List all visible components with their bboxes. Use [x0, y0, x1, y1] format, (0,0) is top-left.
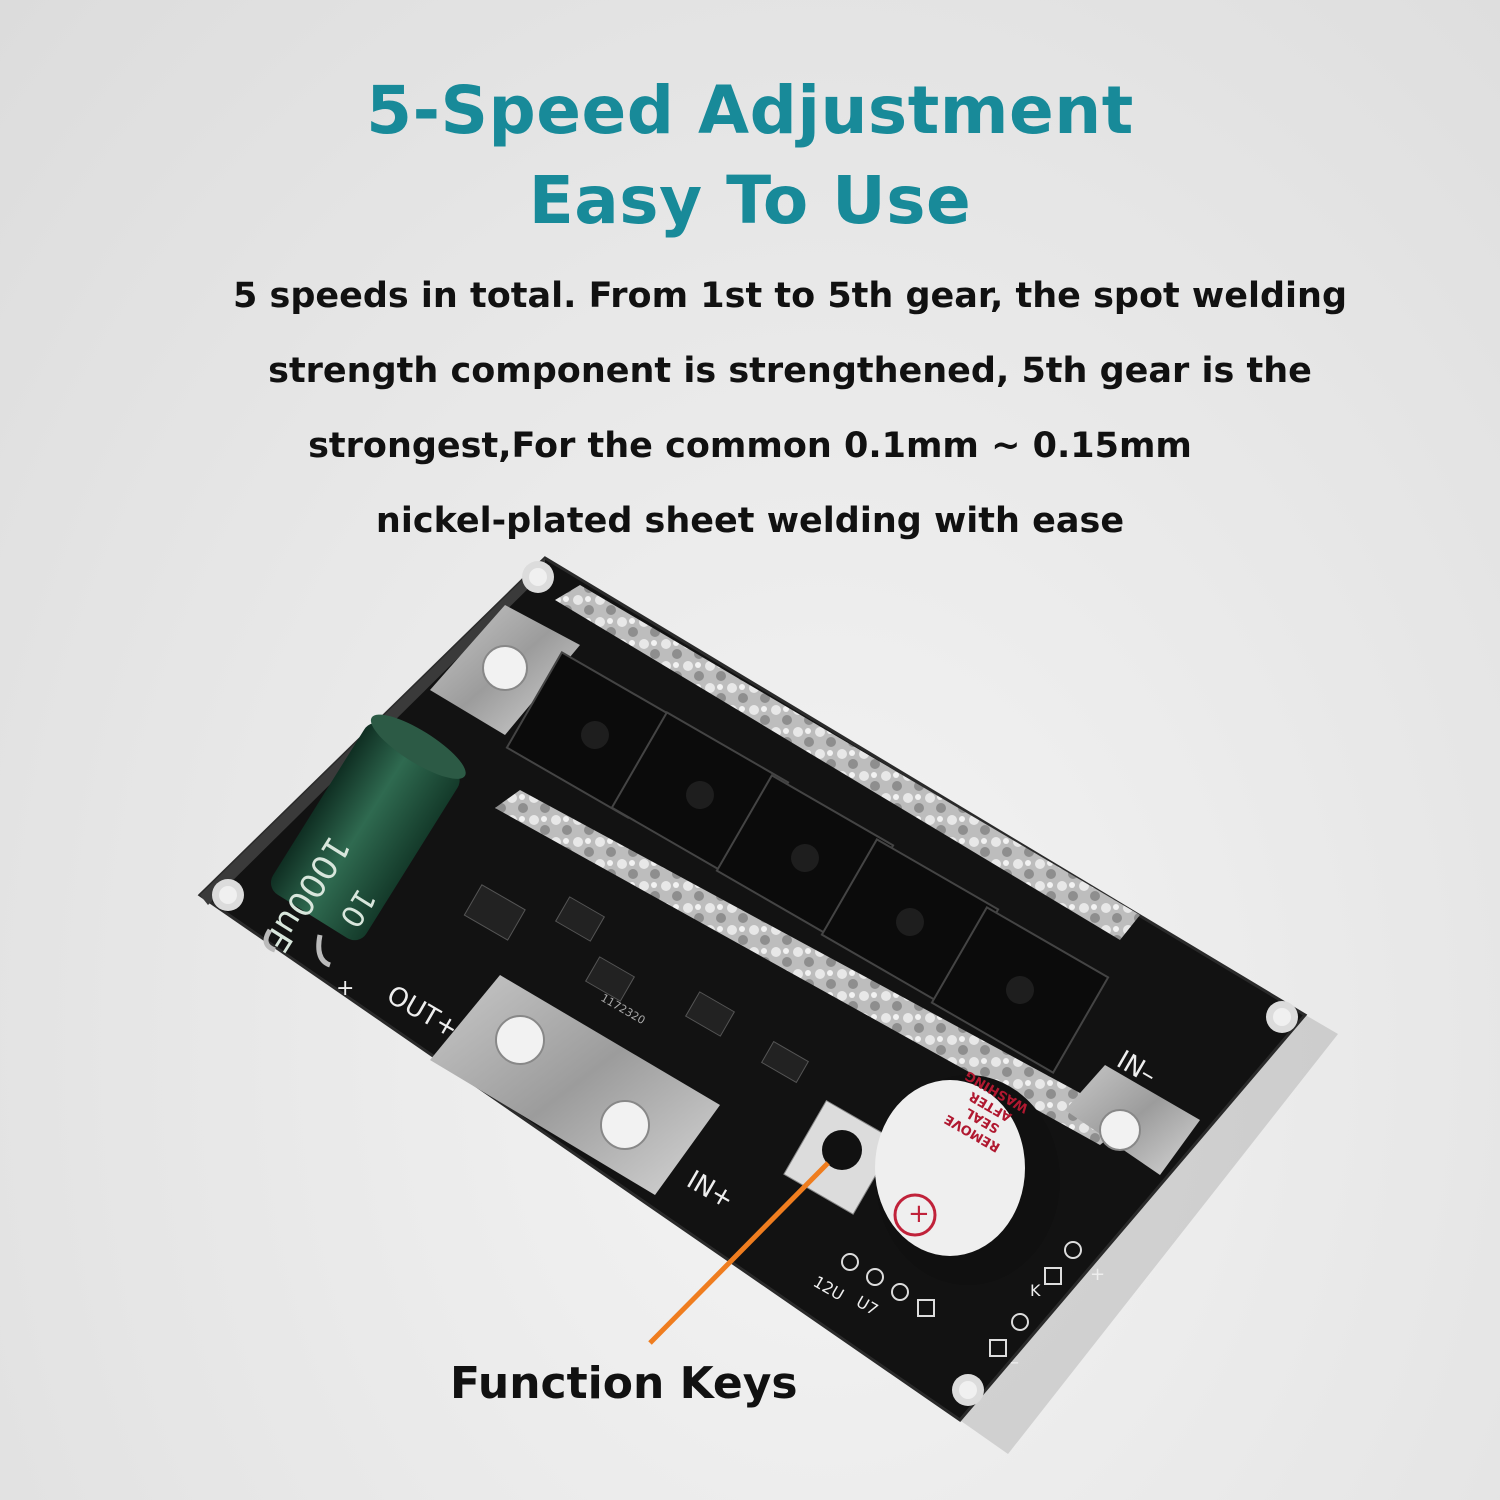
buzzer-plus: + [908, 1199, 930, 1229]
description-line-4: nickel-plated sheet welding with ease [375, 501, 1125, 541]
foil-strip-top [555, 585, 1140, 940]
in-minus-hole [1099, 1109, 1141, 1151]
description-line-3: strongest,For the common 0.1mm ~ 0.15mm [308, 426, 1192, 466]
function-key-button [783, 1099, 897, 1215]
description-line-2: strength component is strengthened, 5th … [268, 351, 1312, 391]
description-line-1: 5 speeds in total. From 1st to 5th gear,… [232, 276, 1348, 316]
small-chips [463, 884, 810, 1084]
function-keys-callout-label: Function Keys [450, 1358, 798, 1409]
label-cap-plus: + [336, 976, 354, 1001]
pad-hole-1 [495, 1015, 545, 1065]
pin-header [841, 1241, 1082, 1357]
mounting-holes [212, 561, 1298, 1406]
heading-line-1: 5-Speed Adjustment [366, 72, 1134, 149]
foil-strip-bottom [495, 790, 1130, 1145]
top-terminal-hole [482, 645, 528, 691]
label-pin-plus: + [1090, 1264, 1105, 1285]
label-pin-k: K [1030, 1281, 1041, 1300]
label-pin-minus: – [1010, 1352, 1019, 1373]
pad-hole-2 [600, 1100, 650, 1150]
mosfet-row [505, 651, 1110, 1074]
callout-line [648, 1161, 830, 1345]
heading-line-2: Easy To Use [528, 162, 972, 239]
